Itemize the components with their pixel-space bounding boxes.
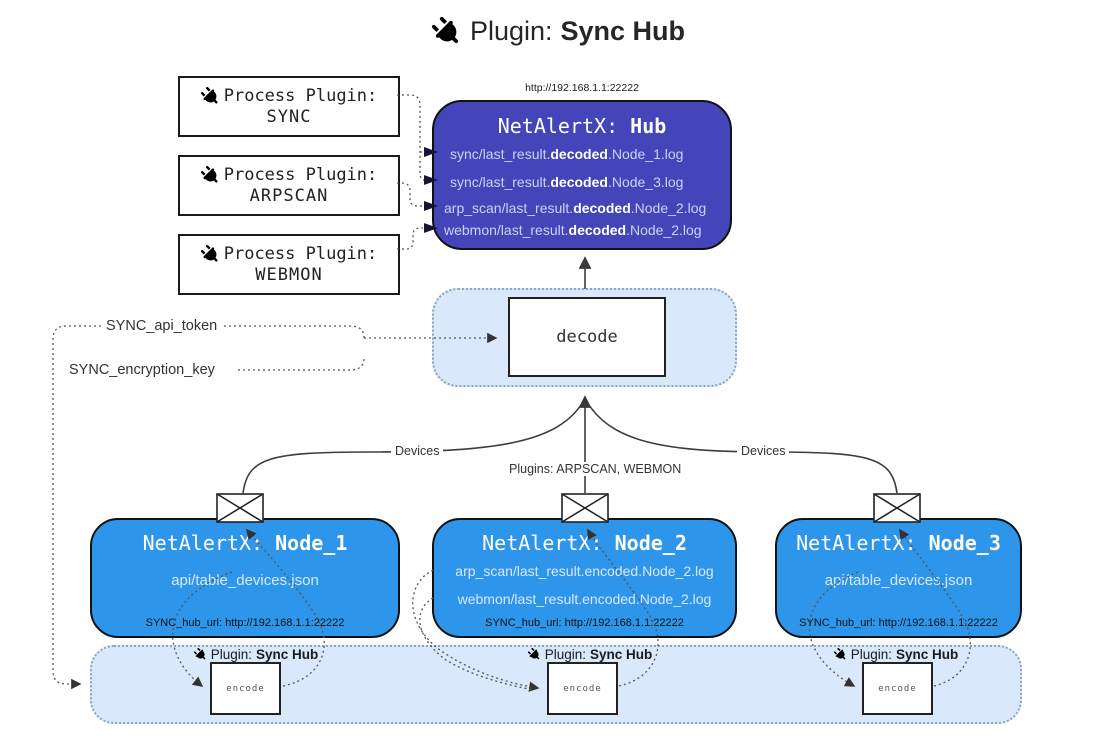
band-plugin-label: Plugin: Sync Hub [510, 646, 670, 663]
encode-box: encode [547, 662, 618, 715]
page-title-name: Sync Hub [560, 16, 686, 46]
process-plugin-name: ARPSCAN [249, 186, 329, 206]
node-hub-url: SYNC_hub_url: http://192.168.1.1:22222 [145, 617, 345, 629]
process-plugin-name: WEBMON [255, 265, 323, 285]
node-title: NetAlertX: Node_1 [142, 531, 348, 555]
process-plugin-box-webmon: Process Plugin: WEBMON [178, 234, 400, 295]
node-hub-url: SYNC_hub_url: http://192.168.1.1:22222 [485, 617, 684, 629]
hub-title: NetAlertX: Hub [434, 114, 730, 138]
hub-log-line: webmon/last_result.decoded.Node_2.log [444, 222, 702, 238]
process-plugin-label: Process Plugin: [223, 86, 378, 106]
hub-log-line: sync/last_result.decoded.Node_3.log [450, 174, 684, 190]
process-plugin-label: Process Plugin: [223, 244, 378, 264]
encode-box: encode [210, 662, 281, 715]
page-title-label: Plugin: [469, 16, 553, 46]
process-plugin-name: SYNC [266, 107, 312, 127]
node-box-node1: NetAlertX: Node_1 api/table_devices.json… [90, 518, 400, 638]
hub-box: NetAlertX: Hub sync/last_result.decoded.… [432, 100, 732, 250]
node-title: NetAlertX: Node_2 [482, 531, 687, 555]
node-file: api/table_devices.json [171, 572, 319, 589]
node-file: api/table_devices.json [824, 572, 973, 589]
plug-icon [832, 646, 849, 663]
band-plugin-label: Plugin: Sync Hub [176, 646, 336, 663]
decode-box: decode [508, 297, 666, 377]
process-plugin-box-sync: Process Plugin: SYNC [178, 76, 400, 137]
plug-icon [198, 84, 222, 108]
node-box-node3: NetAlertX: Node_3 api/table_devices.json… [775, 518, 1022, 638]
band-plugin-label: Plugin: Sync Hub [816, 646, 976, 663]
page-title: Plugin: Sync Hub [0, 12, 1117, 51]
node-hub-url: SYNC_hub_url: http://192.168.1.1:22222 [799, 617, 998, 629]
node-box-node2: NetAlertX: Node_2 arp_scan/last_result.e… [432, 518, 737, 638]
process-plugin-box-arpscan: Process Plugin: ARPSCAN [178, 155, 400, 216]
plug-icon [428, 12, 466, 51]
node-title: NetAlertX: Node_3 [796, 531, 1001, 555]
hub-title-prefix: NetAlertX: [497, 114, 619, 138]
plug-icon [198, 163, 222, 187]
encode-box: encode [862, 662, 933, 715]
process-plugin-label: Process Plugin: [223, 165, 378, 185]
hub-url: http://192.168.1.1:22222 [525, 82, 639, 94]
hub-log-line: arp_scan/last_result.decoded.Node_2.log [444, 200, 707, 216]
hub-title-name: Hub [630, 114, 667, 138]
plug-icon [198, 242, 222, 266]
plug-icon [192, 646, 209, 663]
plug-icon [526, 646, 543, 663]
node-file: webmon/last_result.encoded.Node_2.log [457, 591, 712, 607]
node-file: arp_scan/last_result.encoded.Node_2.log [455, 563, 714, 579]
hub-log-line: sync/last_result.decoded.Node_1.log [450, 146, 684, 162]
